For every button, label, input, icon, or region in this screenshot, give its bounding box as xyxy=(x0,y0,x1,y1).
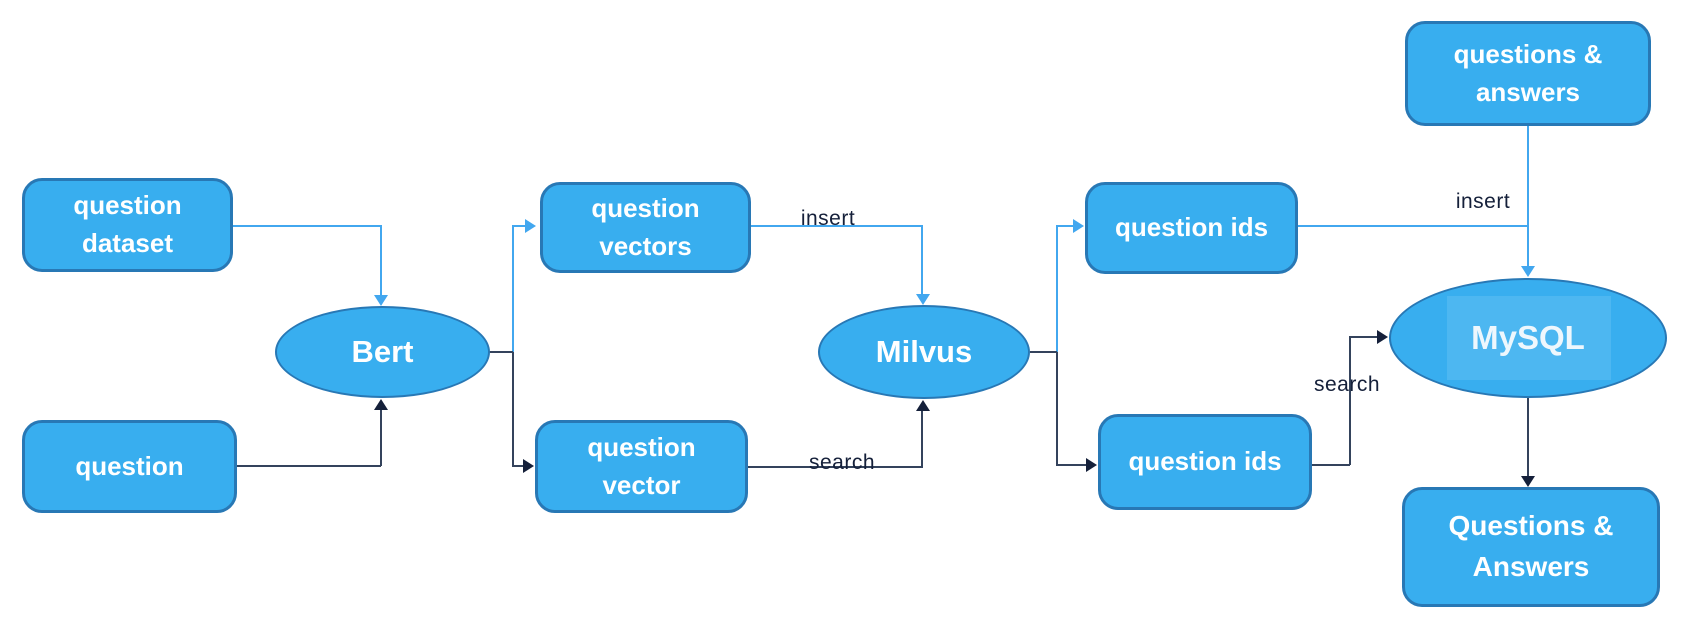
edge-milvus-split-down-v xyxy=(1056,352,1058,465)
arrowhead-into-question-ids-bottom xyxy=(1086,458,1097,472)
arrowhead-into-milvus-bottom xyxy=(916,400,930,411)
arrowhead-into-question-vectors xyxy=(525,219,536,233)
node-milvus: Milvus xyxy=(818,305,1030,399)
node-label: question dataset xyxy=(73,190,182,258)
edge-question-ids-to-mysql-h xyxy=(1298,225,1529,227)
edge-label-search-ids: search xyxy=(1313,373,1381,396)
edge-bert-to-question-vectors-h xyxy=(512,225,527,227)
node-label: question ids xyxy=(1114,212,1269,243)
arrowhead-into-question-ids-top xyxy=(1073,219,1084,233)
edge-milvus-to-question-ids-h xyxy=(1056,464,1087,466)
node-label: Bert xyxy=(351,334,414,369)
edge-question-to-bert-h xyxy=(237,465,381,467)
node-question-vector: question vector xyxy=(535,420,748,513)
arrowhead-into-question-vector xyxy=(523,459,534,473)
edge-bert-to-question-vector-h xyxy=(512,465,524,467)
edge-bert-right-stub xyxy=(489,351,513,353)
node-label: Questions & Answers xyxy=(1448,510,1614,582)
edge-question-vectors-to-milvus-h xyxy=(751,225,923,227)
edge-mysql-to-questions-answers-v xyxy=(1527,398,1529,477)
edge-label-insert-qa: insert xyxy=(1455,190,1511,213)
node-questions-answers-source: questions & answers xyxy=(1405,21,1651,126)
edge-milvus-right-stub xyxy=(1030,351,1057,353)
edge-question-to-bert-v xyxy=(380,410,382,466)
node-label: question vector xyxy=(587,431,696,500)
node-question-vectors: question vectors xyxy=(540,182,751,273)
edge-question-ids-to-mysql-h1 xyxy=(1312,464,1350,466)
node-label: question ids xyxy=(1128,446,1282,477)
edge-questions-answers-to-mysql-v xyxy=(1527,126,1529,267)
node-label: question xyxy=(75,450,184,481)
node-bert: Bert xyxy=(275,306,490,398)
arrowhead-into-bert-bottom xyxy=(374,399,388,410)
node-label: questions & answers xyxy=(1453,38,1603,107)
node-question-dataset: question dataset xyxy=(22,178,233,272)
edge-question-vector-to-milvus-v xyxy=(921,411,923,467)
edge-label-search-vector: search xyxy=(808,451,876,474)
node-question: question xyxy=(22,420,237,513)
edge-question-dataset-to-bert-v xyxy=(380,225,382,297)
arrowhead-into-mysql-top xyxy=(1521,266,1535,277)
arrowhead-into-milvus-top xyxy=(916,294,930,305)
node-label: MySQL xyxy=(1471,319,1585,356)
node-label: question vectors xyxy=(591,192,700,261)
arrowhead-into-mysql-left xyxy=(1377,330,1388,344)
mysql-highlight-rect xyxy=(1447,296,1611,380)
edge-label-insert-vectors: insert xyxy=(800,207,856,230)
node-question-ids-search: question ids xyxy=(1098,414,1312,510)
edge-question-ids-to-mysql-v xyxy=(1349,336,1351,465)
node-questions-answers-result: Questions & Answers xyxy=(1402,487,1660,607)
edge-milvus-split-up-v xyxy=(1056,225,1058,353)
edge-bert-split-down-v xyxy=(512,352,514,466)
edge-question-dataset-to-bert-h xyxy=(233,225,381,227)
node-label: Milvus xyxy=(875,334,973,369)
node-mysql: MySQL xyxy=(1389,278,1667,398)
arrowhead-into-questions-answers xyxy=(1521,476,1535,487)
edge-milvus-to-question-ids-h xyxy=(1056,225,1073,227)
node-question-ids-insert: question ids xyxy=(1085,182,1298,274)
edge-question-vector-to-milvus-h xyxy=(748,466,923,468)
edge-question-ids-to-mysql-h2 xyxy=(1349,336,1378,338)
edge-question-vectors-to-milvus-v xyxy=(921,225,923,295)
edge-bert-split-up-v xyxy=(512,225,514,353)
arrowhead-into-bert-top xyxy=(374,295,388,306)
